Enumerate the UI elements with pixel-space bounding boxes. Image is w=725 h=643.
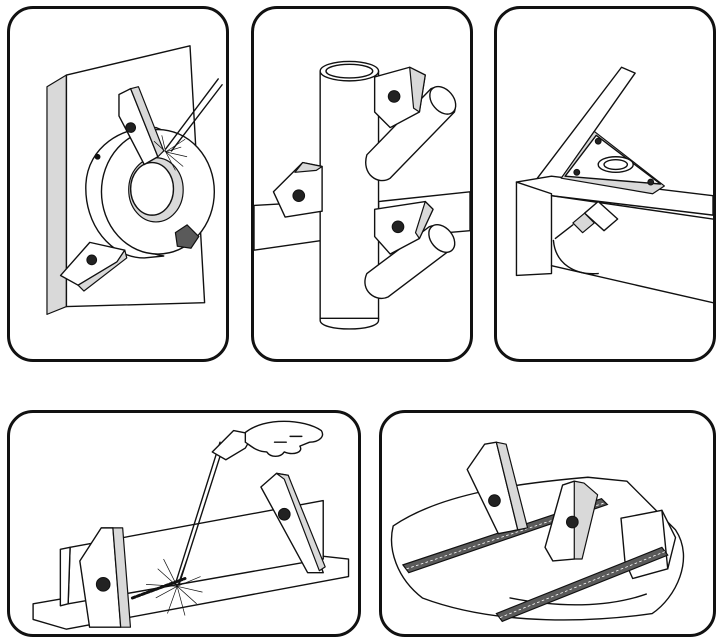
square-ruler-illustration-icon [382,413,713,634]
panel-ring-welding [7,6,229,362]
corner-frame-welding-illustration-icon [497,9,713,359]
arc-welding-illustration-icon [10,413,358,634]
panel-square-ruler [379,410,716,637]
panel-arc-welding [7,410,361,637]
pipe-welding-illustration-icon [254,9,470,359]
ring-welding-illustration-icon [10,9,226,359]
panel-pipe-welding [251,6,473,362]
panel-corner-welding [494,6,716,362]
